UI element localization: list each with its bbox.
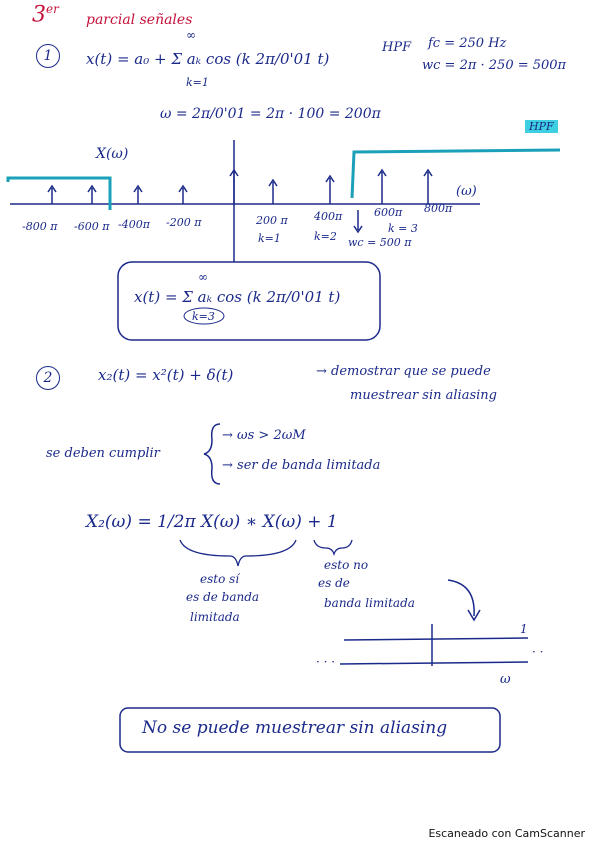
note-bandlimited-2: es de banda bbox=[186, 590, 260, 604]
problem1-sum-upper: ∞ bbox=[186, 28, 196, 42]
svg-text:· · ·: · · · bbox=[316, 655, 335, 669]
tick-label: -400π bbox=[118, 218, 150, 231]
tick-label: 200 π bbox=[256, 214, 288, 227]
note-bandlimited-1: esto sí bbox=[200, 572, 240, 586]
tick-label: -200 π bbox=[166, 216, 202, 229]
conclusion: No se puede muestrear sin aliasing bbox=[142, 718, 448, 738]
note-not-bandlimited-3: banda limitada bbox=[324, 596, 415, 610]
cutoff-frequency: fc = 250 Hz bbox=[428, 36, 507, 51]
svg-text:· ·: · · bbox=[532, 645, 543, 659]
result-sum-lower: k=3 bbox=[192, 310, 215, 323]
hpf-label: HPF bbox=[382, 40, 412, 55]
result-sum-upper: ∞ bbox=[198, 270, 208, 284]
hpf-tag: HPF bbox=[525, 120, 558, 133]
tick-label: 800π bbox=[424, 202, 453, 215]
tick-label: 600π bbox=[374, 206, 403, 219]
header-number: 3er bbox=[32, 2, 59, 28]
result-equation: x(t) = Σ aₖ cos (k 2π/0'01 t) bbox=[134, 288, 341, 306]
tick-label: 400π bbox=[314, 210, 343, 223]
omega-axis-label: (ω) bbox=[456, 184, 477, 199]
problem2-number: 2 bbox=[36, 366, 60, 390]
k1-label: k=1 bbox=[258, 232, 281, 245]
x2-spectrum-equation: X₂(ω) = 1/2π X(ω) ∗ X(ω) + 1 bbox=[86, 512, 338, 532]
problem2-statement-line1: → demostrar que se puede bbox=[316, 364, 491, 379]
cutoff-omega: wc = 2π · 250 = 500π bbox=[422, 58, 567, 73]
wc-marker-label: wc = 500 π bbox=[348, 236, 412, 249]
spectrum-label: X(ω) bbox=[96, 146, 129, 162]
omega-definition: ω = 2π/0'01 = 2π · 100 = 200π bbox=[160, 106, 381, 122]
note-not-bandlimited-2: es de bbox=[318, 576, 350, 590]
condition-sampling: → ωs > 2ωM bbox=[222, 428, 306, 443]
conditions-intro: se deben cumplir bbox=[46, 446, 160, 461]
k2-label: k=2 bbox=[314, 230, 337, 243]
scanner-watermark: Escaneado con CamScanner bbox=[428, 827, 585, 840]
problem1-number: 1 bbox=[36, 44, 60, 68]
tick-label: -800 π bbox=[22, 220, 58, 233]
condition-bandlimited: → ser de banda limitada bbox=[222, 458, 381, 473]
tick-label: -600 π bbox=[74, 220, 110, 233]
note-not-bandlimited-1: esto no bbox=[324, 558, 369, 572]
problem2-statement-line2: muestrear sin aliasing bbox=[350, 388, 497, 403]
header-subtitle: parcial señales bbox=[86, 12, 193, 28]
plot-axis-label: ω bbox=[500, 672, 511, 687]
k3-label: k = 3 bbox=[388, 222, 418, 235]
problem1-sum-lower: k=1 bbox=[186, 76, 209, 89]
plot-level-label: 1 bbox=[520, 622, 528, 636]
note-bandlimited-3: limitada bbox=[190, 610, 240, 624]
problem1-equation: x(t) = a₀ + Σ aₖ cos (k 2π/0'01 t) bbox=[86, 50, 330, 68]
problem2-equation: x₂(t) = x²(t) + δ(t) bbox=[98, 366, 234, 384]
